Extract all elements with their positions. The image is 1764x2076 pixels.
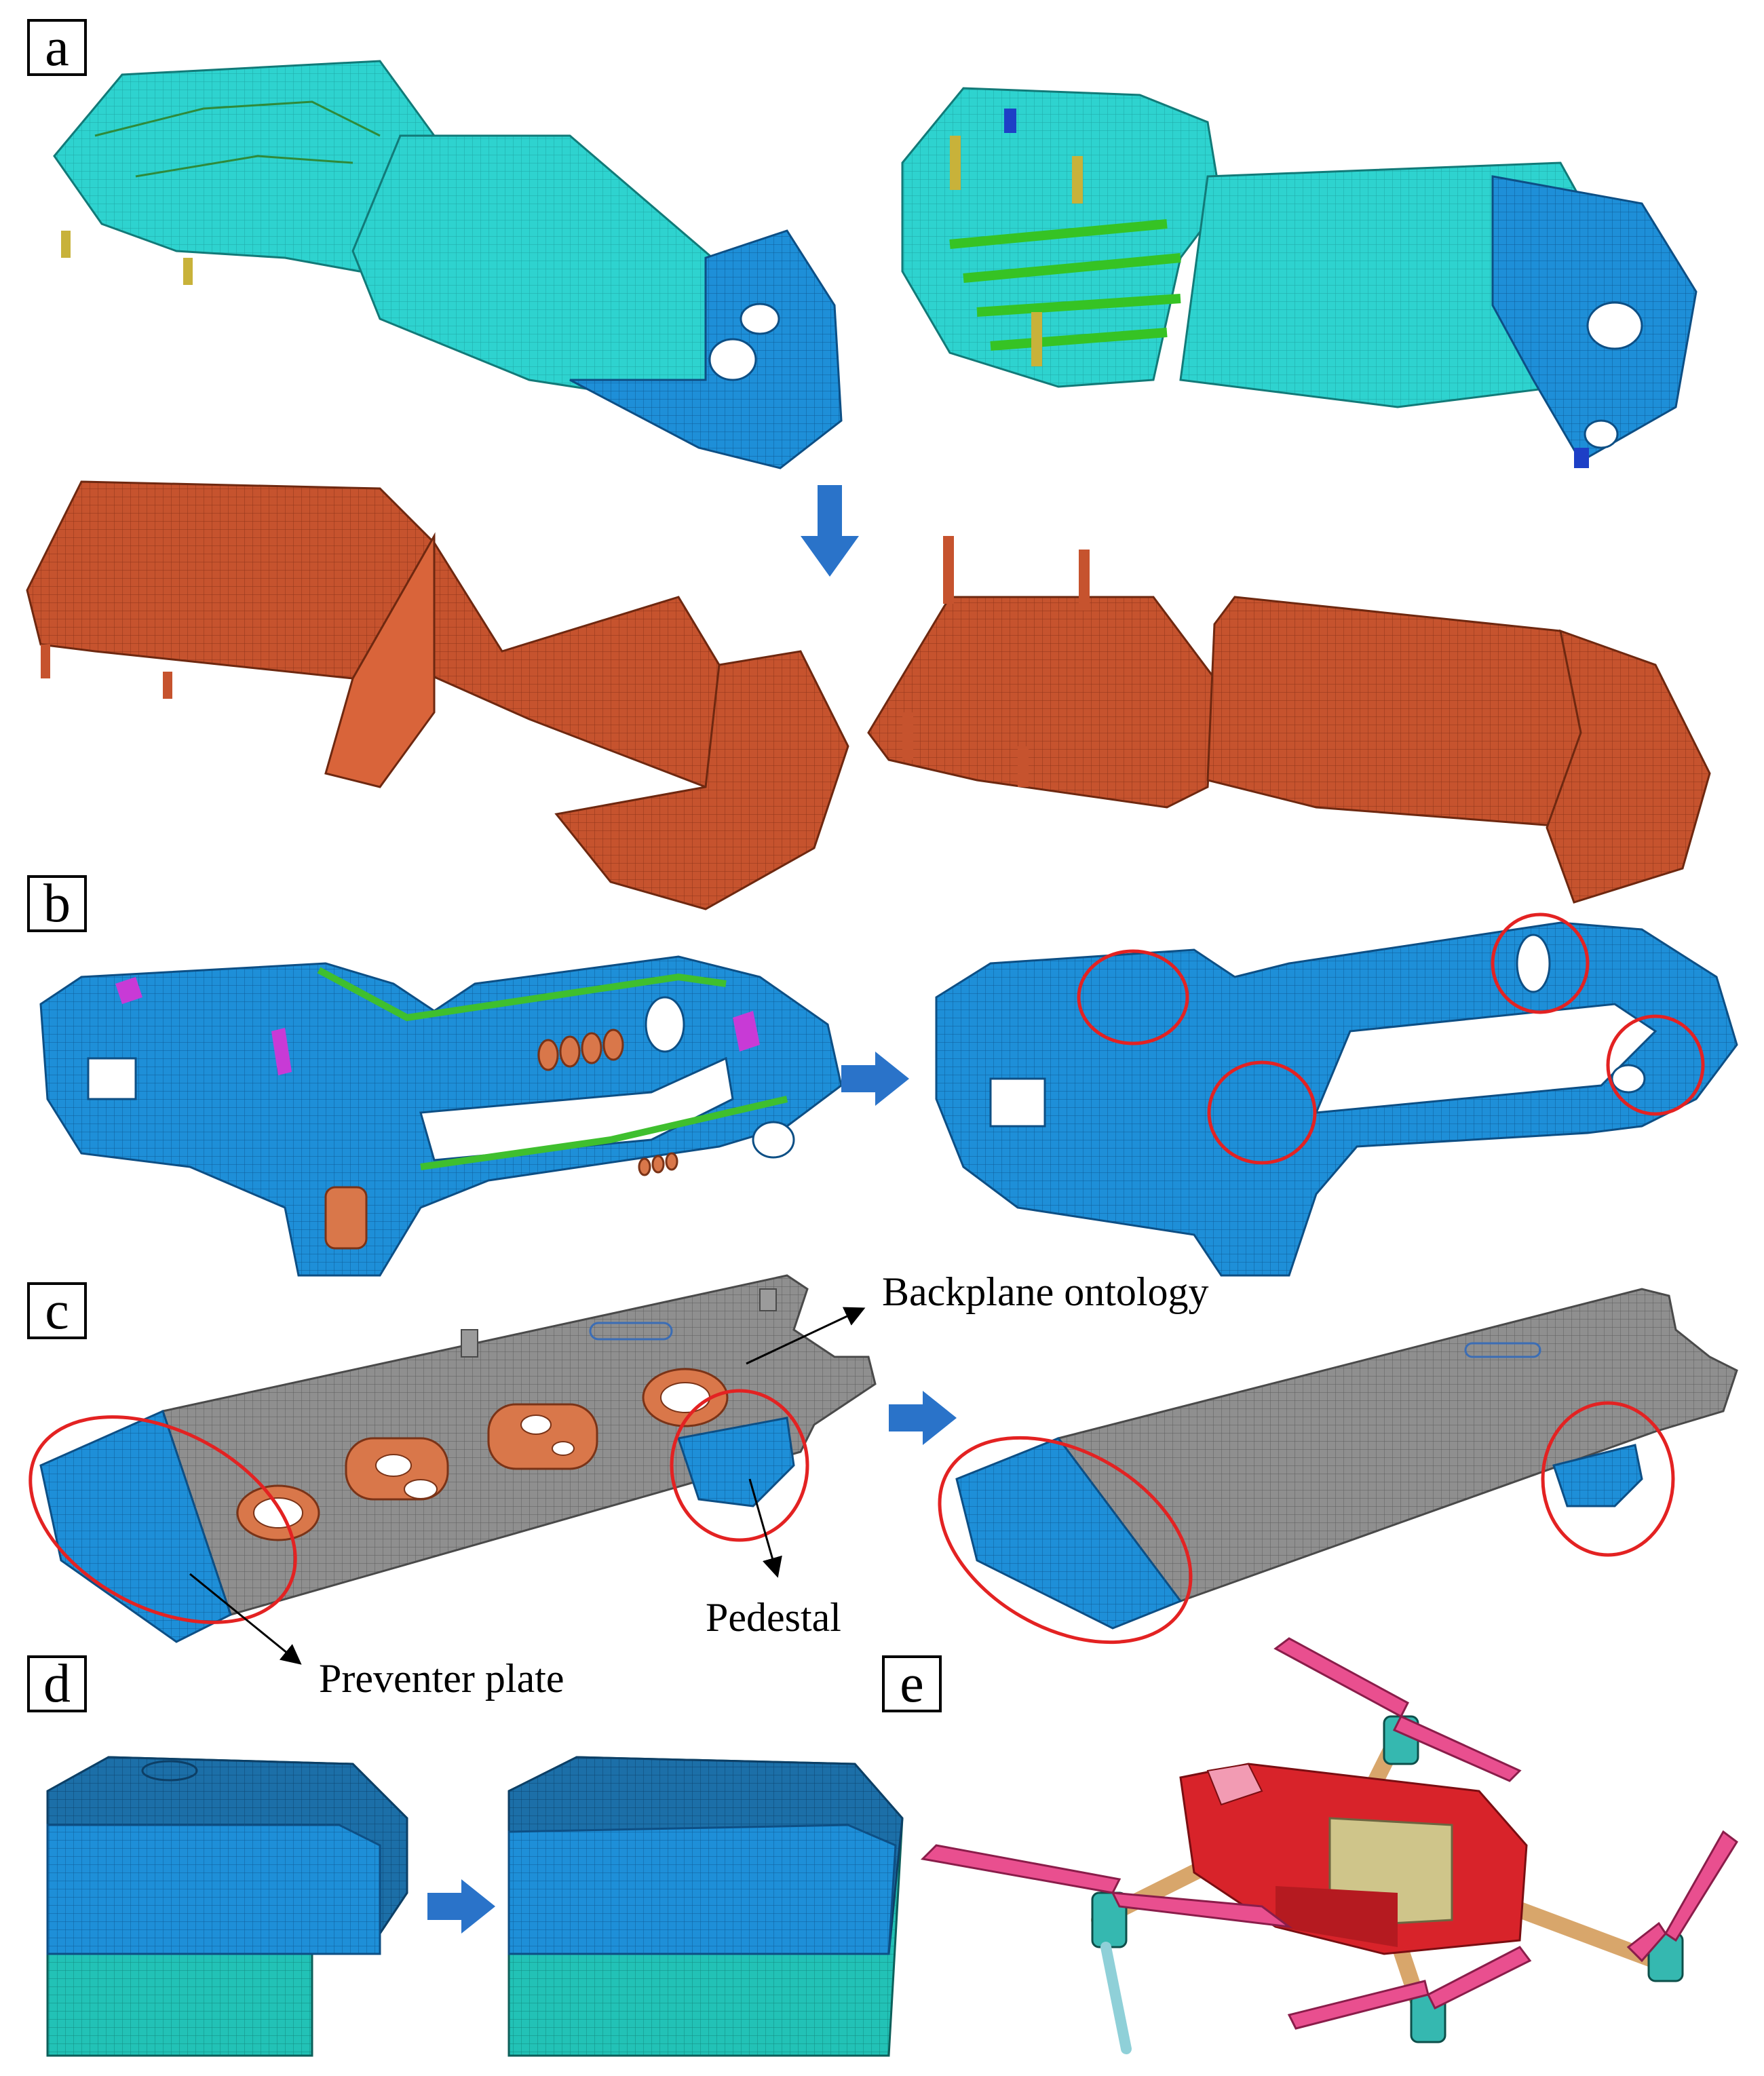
panel-d-simplified: [507, 1756, 904, 2057]
panel-label-c: c: [27, 1282, 87, 1339]
panel-d-arrow: [427, 1879, 495, 1934]
panel-c-leaders: [189, 1307, 866, 1665]
panel-b-arrow: [841, 1052, 909, 1106]
panel-e-drone: [920, 1637, 1738, 2054]
panel-c-original: [28, 1274, 877, 1643]
panel-label-a: a: [27, 19, 87, 76]
panel-b-simplified: [935, 912, 1738, 1277]
panel-d-original: [46, 1756, 408, 2057]
panel-a-original-left: [53, 60, 843, 469]
panel-c-arrow: [889, 1391, 957, 1445]
pedestal-label: Pedestal: [706, 1595, 841, 1640]
backplane-ontology-label: Backplane ontology: [882, 1269, 1209, 1314]
panel-a-down-arrow: [801, 485, 859, 577]
panel-a-original-right: [901, 87, 1698, 468]
panel-label-e: e: [882, 1655, 942, 1712]
panel-b-original: [39, 955, 843, 1277]
panel-a-simplified-right: [867, 536, 1711, 904]
panel-a-simplified-left: [26, 480, 849, 910]
preventer-plate-label: Preventer plate: [319, 1656, 564, 1701]
panel-label-b: b: [27, 875, 87, 932]
panel-label-d: d: [27, 1655, 87, 1712]
panel-c-simplified: [938, 1288, 1738, 1645]
